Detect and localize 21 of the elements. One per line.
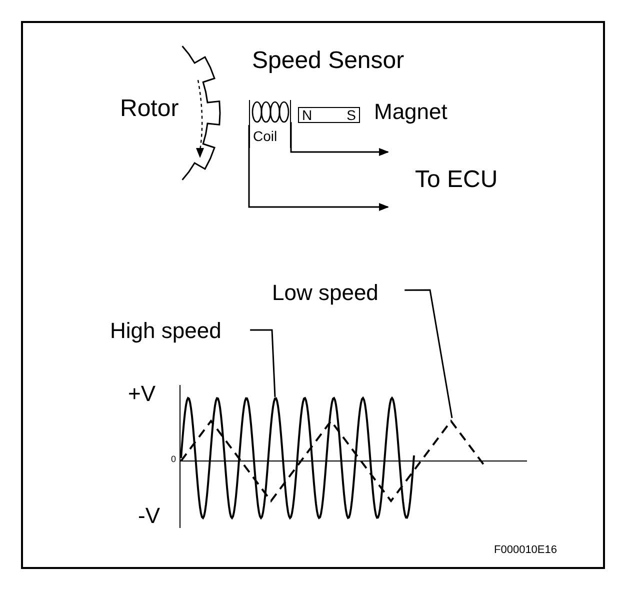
leader-line [250,329,276,398]
waveform [180,397,416,522]
axis-label: -V [138,505,160,527]
figure-code: F000010E16 [494,545,557,556]
callout-label: High speed [110,318,246,342]
rotor-label: Rotor [120,97,179,121]
magnet [298,107,360,123]
callout-label: Low speed [272,280,402,304]
wire-arrow [248,124,389,211]
pole-label: N [302,108,312,122]
waveform [180,418,486,504]
output-label: To ECU [415,168,498,192]
axis-label: +V [128,383,156,405]
sensor-label: Speed Sensor [252,49,404,73]
wire-arrow [290,122,389,156]
coil-label: Coil [253,129,278,143]
magnet-label: Magnet [374,101,448,123]
leader-line [404,289,453,418]
pole-label: S [346,108,356,122]
coil [249,100,291,148]
axis-label: 0 [171,455,176,464]
